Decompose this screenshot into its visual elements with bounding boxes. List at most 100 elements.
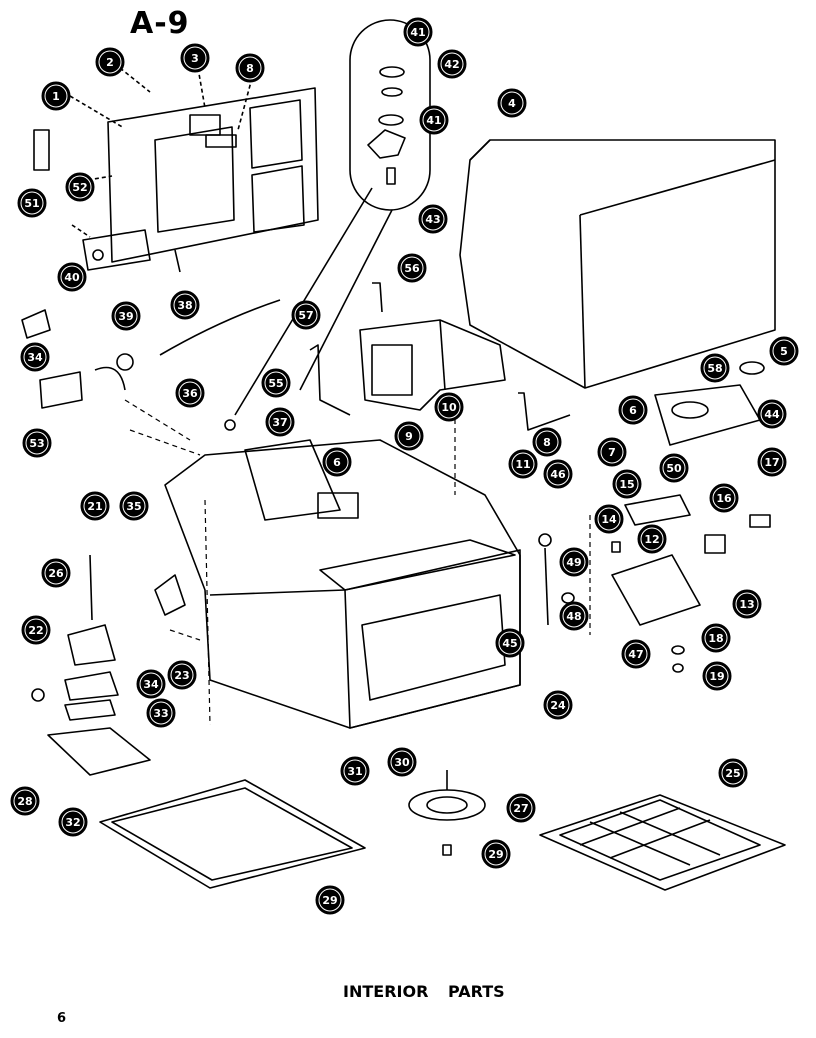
callout-ring [500, 91, 524, 115]
callout-ring [24, 618, 48, 642]
callout-15: 15 [612, 469, 642, 499]
callout-label: 19 [709, 670, 724, 683]
callout-label: 15 [619, 478, 634, 491]
callout-circle [559, 547, 589, 577]
callout-ring [238, 56, 262, 80]
callout-label: 10 [441, 401, 457, 414]
callout-label: 31 [347, 765, 362, 778]
callout-label: 28 [17, 795, 32, 808]
callout-label: 12 [644, 533, 659, 546]
callout-label: 26 [48, 567, 64, 580]
callout-circle [65, 172, 95, 202]
callout-label: 5 [780, 345, 788, 358]
callout-circle [111, 301, 141, 331]
callout-26: 26 [41, 558, 71, 588]
callout-14: 14 [594, 504, 624, 534]
callout-label: 51 [24, 197, 39, 210]
callout-label: 29 [322, 894, 337, 907]
callout-circle [403, 17, 433, 47]
callout-ring [421, 207, 445, 231]
callout-ring [705, 664, 729, 688]
callout-label: 34 [143, 678, 159, 691]
callout-ring [149, 701, 173, 725]
callout-ring [721, 761, 745, 785]
callout-ring [343, 759, 367, 783]
callout-label: 45 [502, 637, 517, 650]
callout-ring [535, 430, 559, 454]
callout-27: 27 [506, 793, 536, 823]
callout-57: 57 [291, 300, 321, 330]
callout-ring [23, 345, 47, 369]
callout-17: 17 [757, 447, 787, 477]
callout-circle [434, 392, 464, 422]
callout-48: 48 [559, 601, 589, 631]
callout-label: 9 [405, 430, 413, 443]
callout-circle [659, 453, 689, 483]
callout-55: 55 [261, 368, 291, 398]
callout-45: 45 [495, 628, 525, 658]
callout-ring [178, 381, 202, 405]
callout-ring [600, 440, 624, 464]
callout-2: 2 [95, 47, 125, 77]
callout-35: 35 [119, 491, 149, 521]
callout-label: 50 [666, 462, 682, 475]
page-number: 6 [57, 1011, 67, 1026]
callout-ring [122, 494, 146, 518]
callout-50: 50 [659, 453, 689, 483]
callout-label: 22 [28, 624, 43, 637]
callout-label: 41 [410, 26, 425, 39]
callout-ring [98, 50, 122, 74]
callout-circle [58, 807, 88, 837]
callout-ring [60, 265, 84, 289]
callout-circle [718, 758, 748, 788]
callout-9: 9 [394, 421, 424, 451]
callout-ring [406, 20, 430, 44]
callout-label: 25 [725, 767, 740, 780]
callout-ring [562, 604, 586, 628]
turntable-tray-part [99, 779, 366, 889]
callout-label: 8 [543, 436, 551, 449]
callout-38: 38 [170, 290, 200, 320]
callout-ring [173, 293, 197, 317]
callout-circle [136, 669, 166, 699]
callout-label: 48 [566, 610, 581, 623]
stirrer-part [408, 770, 486, 856]
callout-13: 13 [732, 589, 762, 619]
callout-label: 40 [64, 271, 80, 284]
callout-circle [146, 698, 176, 728]
callout-circle [418, 204, 448, 234]
callout-circle [637, 524, 667, 554]
callout-label: 38 [177, 299, 192, 312]
callout-circle [612, 469, 642, 499]
callout-label: 43 [425, 213, 440, 226]
callout-label: 16 [716, 492, 732, 505]
callout-label: 17 [764, 456, 779, 469]
callout-label: 11 [515, 458, 530, 471]
callout-ring [615, 472, 639, 496]
callout-10: 10 [434, 392, 464, 422]
callout-ring [760, 402, 784, 426]
callout-ring [61, 810, 85, 834]
callout-ring [268, 410, 292, 434]
callout-circle [506, 793, 536, 823]
callout-label: 41 [426, 114, 441, 127]
callout-label: 21 [87, 500, 102, 513]
callout-circle [732, 589, 762, 619]
callout-circle [80, 491, 110, 521]
callout-47: 47 [621, 639, 651, 669]
callout-34: 34 [20, 342, 50, 372]
callout-43: 43 [418, 204, 448, 234]
callout-ring [44, 84, 68, 108]
blower-duct-part [359, 319, 506, 411]
callout-label: 23 [174, 669, 189, 682]
callout-circle [235, 53, 265, 83]
callout-22: 22 [21, 615, 51, 645]
callout-23: 23 [167, 660, 197, 690]
callout-ring [264, 371, 288, 395]
callout-ring [325, 450, 349, 474]
callout-ring [44, 561, 68, 585]
callout-ring [703, 356, 727, 380]
callout-41: 41 [403, 17, 433, 47]
callout-label: 24 [550, 699, 566, 712]
